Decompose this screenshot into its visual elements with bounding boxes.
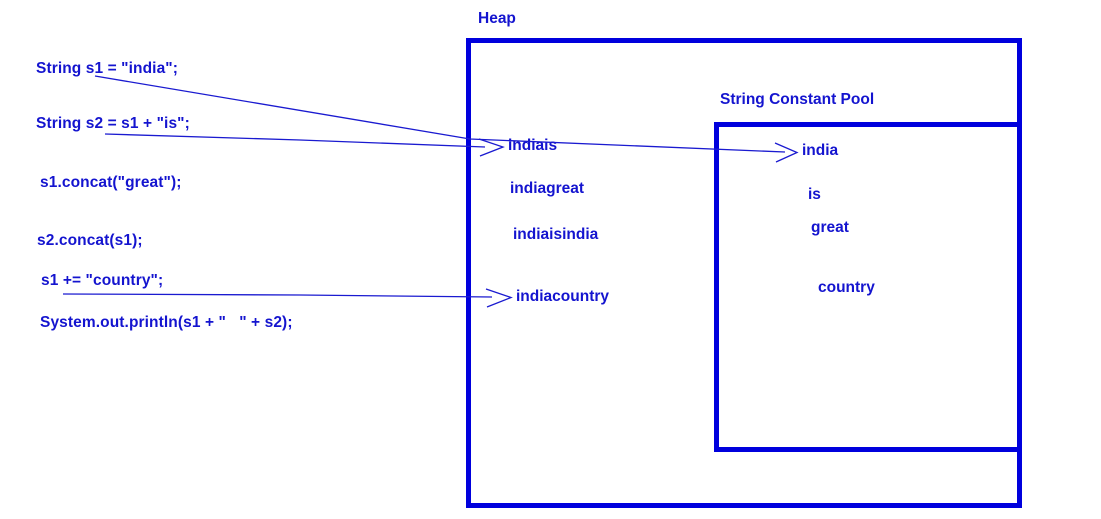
heap-item-indiacountry: indiacountry (516, 288, 610, 305)
code-line-4: s2.concat(s1); (37, 232, 143, 249)
code-line-2: String s2 = s1 + "is"; (36, 115, 190, 132)
code-line-6: System.out.println(s1 + " " + s2); (40, 314, 293, 331)
string-constant-pool-box (714, 122, 1022, 452)
arrow-s1country-to-heap-indiacountry (62, 288, 513, 308)
pool-item-country: country (818, 279, 875, 296)
heap-item-indiagreat: indiagreat (510, 180, 585, 197)
pool-item-great: great (811, 219, 849, 236)
code-line-5: s1 += "country"; (41, 272, 164, 289)
arrow-s2-to-heap-indiais (104, 133, 505, 157)
heap-item-indiais: indiais (508, 137, 558, 154)
string-constant-pool-label: String Constant Pool (720, 91, 875, 108)
code-line-1: String s1 = "india"; (36, 60, 179, 77)
heap-label: Heap (478, 10, 516, 27)
pool-item-india: india (802, 142, 839, 159)
pool-item-is: is (808, 186, 821, 203)
heap-item-indiaisindia: indiaisindia (513, 226, 599, 243)
code-line-3: s1.concat("great"); (40, 174, 182, 191)
